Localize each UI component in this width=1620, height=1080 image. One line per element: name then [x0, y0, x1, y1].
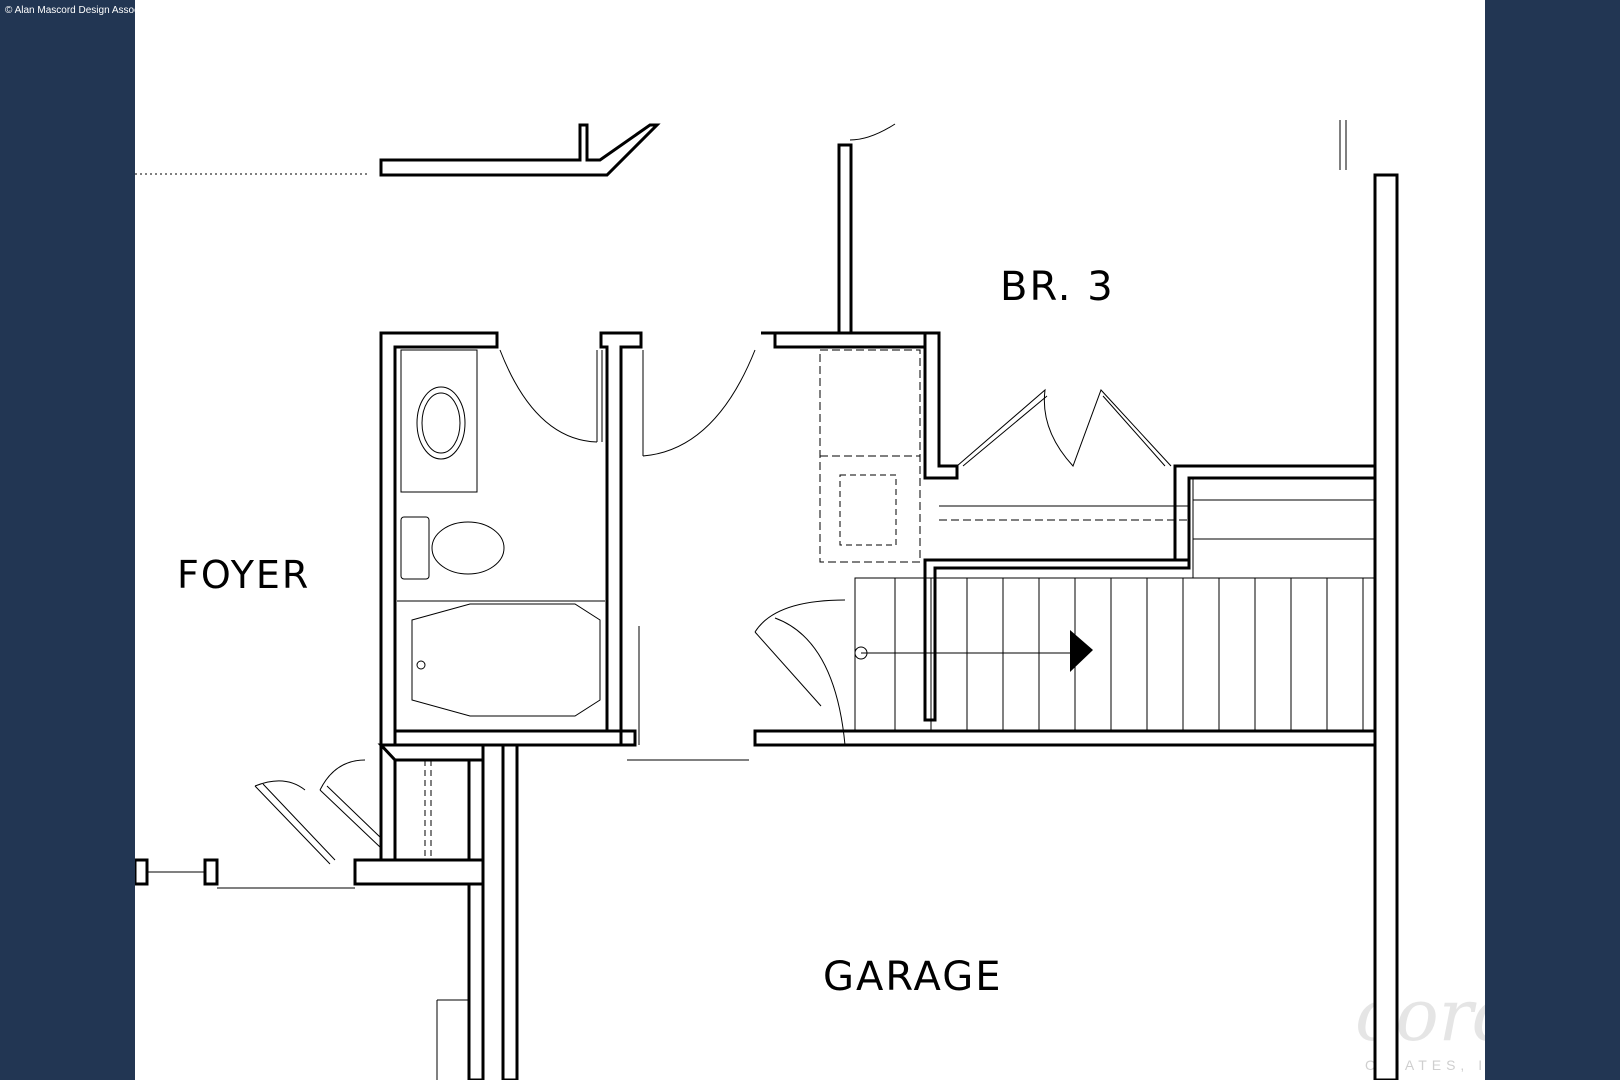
- wall-top-center: [837, 143, 853, 335]
- copyright-notice: © Alan Mascord Design Assoc: [5, 5, 140, 16]
- sink-icon: [416, 386, 466, 460]
- door-swing-entry-b: [319, 759, 366, 791]
- vanity-counter: [400, 349, 478, 493]
- stair-start-icon: [854, 646, 868, 660]
- wall-entry-right: [467, 758, 485, 867]
- wall-closet-right: [1173, 464, 1377, 570]
- wall-bath-left: [379, 331, 499, 747]
- wall-hall-top: [761, 331, 941, 349]
- stair-landing: [1192, 477, 1376, 579]
- stair-arrow-icon: [1070, 630, 1093, 672]
- bathtub-icon: [411, 603, 601, 717]
- door-stair: [754, 631, 822, 707]
- wall-top-left: [379, 123, 661, 177]
- wall-stub-bottom: [436, 999, 470, 1080]
- wall-right-exterior: [1373, 173, 1399, 1080]
- wall-entry-top: [377, 743, 485, 762]
- stair-treads: [894, 578, 1364, 730]
- toilet-icon: [431, 521, 505, 575]
- closet-bifold-doors: [956, 388, 1172, 467]
- room-label-foyer: FOYER: [177, 553, 310, 597]
- door-swing-bath: [499, 349, 598, 443]
- wall-bath-bottom: [393, 729, 623, 747]
- wall-door-jamb: [619, 729, 637, 747]
- wall-garage-left: [467, 882, 485, 1080]
- wall-stair-top: [923, 558, 1191, 722]
- wall-bath-right: [599, 331, 643, 747]
- room-label-garage: GARAGE: [823, 954, 1002, 1000]
- wall-garage-inner: [501, 743, 519, 1080]
- sink-basin: [421, 392, 461, 454]
- door-swing-hall-lower: [774, 617, 846, 746]
- wall-left-stub: [135, 858, 149, 886]
- door-entry-a: [254, 783, 336, 865]
- toilet-tank: [400, 516, 430, 580]
- window-right: [1339, 120, 1347, 170]
- coat-closet: [424, 760, 432, 860]
- floor-plan-drawing: cord OCIATES, INC.: [135, 120, 1485, 1080]
- wall-garage-top: [753, 729, 1377, 747]
- wall-closet-left: [923, 331, 959, 480]
- closet-door-edges: [962, 395, 1166, 467]
- door-entry-b: [319, 785, 382, 849]
- dryer-icon: [839, 474, 897, 546]
- wall-entry-bottom: [353, 858, 485, 886]
- door-swing-top: [849, 123, 896, 141]
- tub-drain-icon: [416, 660, 426, 670]
- door-swing-entry-a: [254, 780, 306, 791]
- door-swing-stair: [754, 599, 846, 633]
- floor-plan: cord OCIATES, INC.: [135, 0, 1485, 1080]
- room-label-br3: BR. 3: [1000, 264, 1115, 310]
- door-swing-hall: [642, 349, 756, 457]
- wall-entry-upper: [379, 743, 397, 867]
- wall-door-post: [203, 858, 219, 886]
